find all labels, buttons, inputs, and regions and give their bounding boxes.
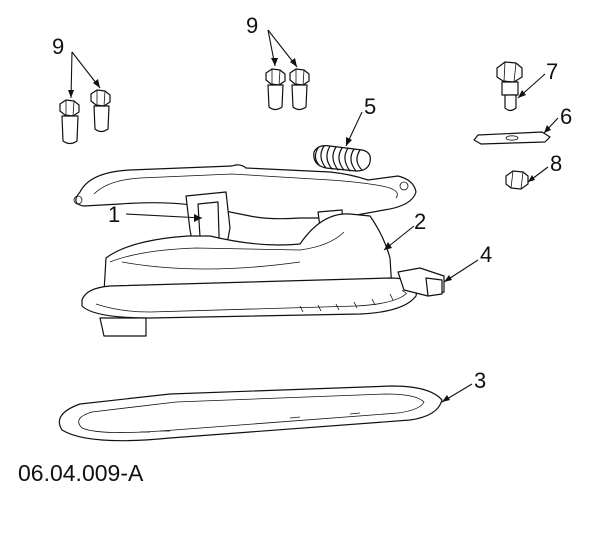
bolt-pair-right bbox=[265, 68, 310, 111]
part-label-8: 8 bbox=[550, 151, 562, 176]
leader-1 bbox=[125, 213, 203, 219]
bolt-pair-left bbox=[59, 89, 111, 145]
part-label-2: 2 bbox=[414, 209, 426, 234]
part-label-6: 6 bbox=[560, 104, 572, 129]
drawing-code: 06.04.009-A bbox=[18, 460, 144, 486]
part-label-7: 7 bbox=[546, 59, 558, 84]
nut-part bbox=[505, 170, 529, 190]
part-label-4: 4 bbox=[480, 242, 492, 267]
leader-9-left bbox=[68, 51, 101, 99]
part-label-3: 3 bbox=[474, 368, 486, 393]
shoulder-bolt-part bbox=[496, 61, 523, 112]
washer-part bbox=[473, 131, 551, 145]
part-label-9-left: 9 bbox=[52, 34, 64, 59]
housing-assembly bbox=[73, 164, 445, 337]
gasket-part bbox=[58, 385, 443, 442]
part-label-1: 1 bbox=[108, 202, 120, 227]
part-label-9-right: 9 bbox=[246, 13, 258, 38]
part-label-5: 5 bbox=[364, 94, 376, 119]
leader-9-right bbox=[267, 29, 298, 68]
spring-part bbox=[313, 145, 371, 172]
